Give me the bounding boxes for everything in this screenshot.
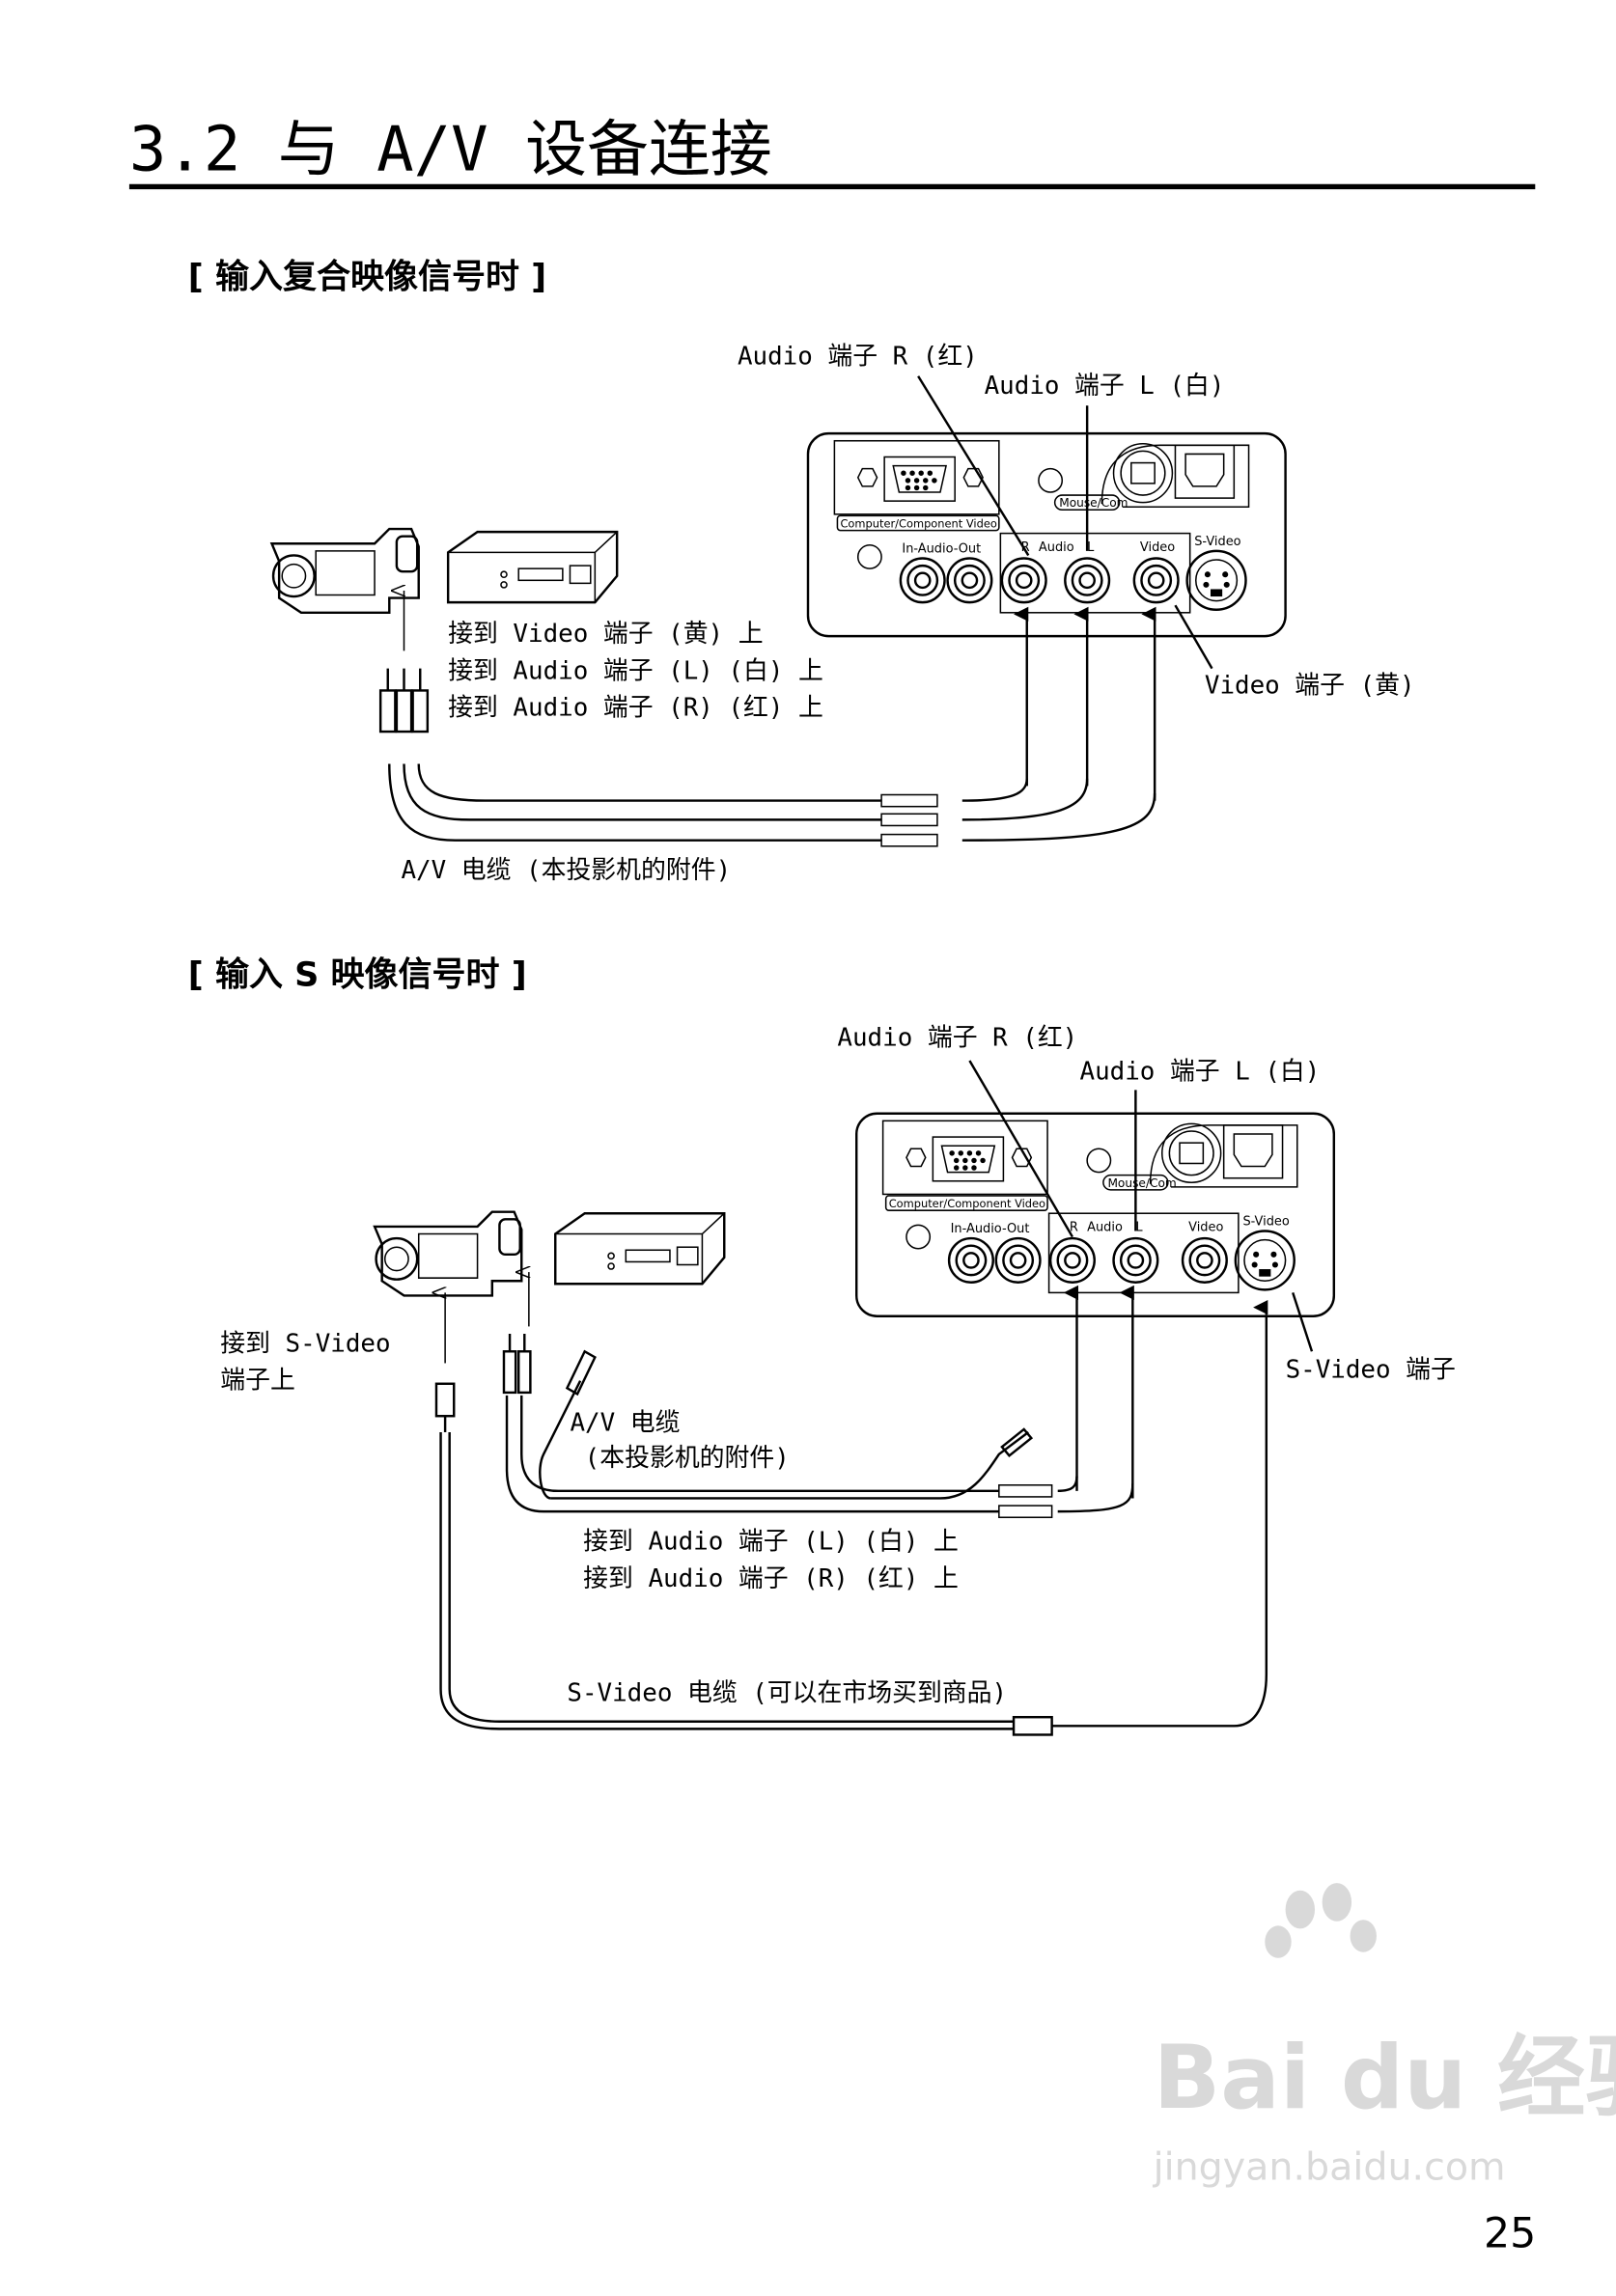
in-audio-out-label: In-Audio-Out (902, 541, 981, 556)
projector-panel: Computer/Component Video Mouse/Com In-Au… (806, 431, 1287, 638)
audio-l-label: Audio 端子 L (白) (985, 372, 1225, 401)
section-heading-svideo: [ 输入 S 映像信号时 ] (188, 955, 527, 994)
audio-jack-label: Audio (1039, 540, 1074, 555)
audio-l-label: Audio 端子 L (白) (1080, 1058, 1321, 1087)
av-cable-note: (本投影机的附件) (585, 1444, 790, 1473)
baidu-watermark: Bai du 经验 jingyan.baidu.com (1153, 1883, 1616, 2190)
projector-panel: Computer/Component Video Mouse/Com In-Au… (855, 1112, 1336, 1317)
audio-r-label: Audio 端子 R (红) (837, 1024, 1077, 1053)
vcr-icon (554, 1212, 726, 1286)
audio-l-jack-label: L (1087, 540, 1095, 555)
s-video-port-label: S-Video 端子 (1286, 1356, 1456, 1385)
in-audio-out-label: In-Audio-Out (951, 1222, 1030, 1236)
audio-r-label: Audio 端子 R (红) (738, 343, 978, 372)
watermark-url: jingyan.baidu.com (1153, 2145, 1506, 2190)
video-port-label: Video 端子 (黄) (1205, 671, 1415, 700)
s-video-jack-label: S-Video (1242, 1214, 1289, 1229)
svideo-cable-label: S-Video 电缆 (可以在市场买到商品) (567, 1678, 1007, 1707)
audio-r-jack-label: R (1021, 540, 1030, 555)
connect-audio-r-text: 接到 Audio 端子 (R) (红) 上 (448, 693, 823, 722)
mouse-com-port-label: Mouse/Com (1059, 496, 1128, 510)
paw-icon (1265, 1883, 1377, 1958)
connect-svideo-text-line1: 接到 S-Video (220, 1329, 390, 1358)
video-jack-label: Video (1188, 1220, 1223, 1234)
section-heading-composite: [ 输入复合映像信号时 ] (188, 258, 546, 296)
audio-l-jack-label: L (1135, 1220, 1143, 1234)
computer-video-port-label: Computer/Component Video (889, 1197, 1045, 1210)
av-cable-label: A/V 电缆 (本投影机的附件) (401, 856, 731, 885)
computer-video-port-label: Computer/Component Video (840, 517, 996, 531)
composite-diagram: Audio 端子 R (红) Audio 端子 L (白) Computer/C… (269, 343, 1415, 885)
connect-video-text: 接到 Video 端子 (黄) 上 (448, 620, 763, 649)
audio-r-jack-label: R (1070, 1220, 1078, 1234)
camcorder-icon (373, 1210, 523, 1297)
connect-audio-r-text: 接到 Audio 端子 (R) (红) 上 (583, 1564, 959, 1593)
page-number: 25 (1484, 2210, 1536, 2258)
connect-svideo-text-line2: 端子上 (220, 1366, 295, 1395)
vcr-icon (446, 530, 619, 604)
s-video-jack-label: S-Video (1194, 535, 1240, 549)
page-title: 3.2 与 A/V 设备连接 (129, 115, 772, 186)
video-jack-label: Video (1140, 540, 1175, 555)
audio-jack-label: Audio (1087, 1220, 1123, 1234)
watermark-brand: Bai du 经验 (1154, 2026, 1616, 2129)
av-cable-label: A/V 电缆 (570, 1408, 680, 1437)
mouse-com-port-label: Mouse/Com (1107, 1176, 1176, 1190)
connect-audio-l-text: 接到 Audio 端子 (L) (白) 上 (448, 656, 823, 685)
svideo-diagram: Computer/Component Video Mouse/Com In-Au… (220, 1024, 1456, 1736)
connect-audio-l-text: 接到 Audio 端子 (L) (白) 上 (583, 1528, 959, 1557)
camcorder-icon (269, 527, 420, 615)
